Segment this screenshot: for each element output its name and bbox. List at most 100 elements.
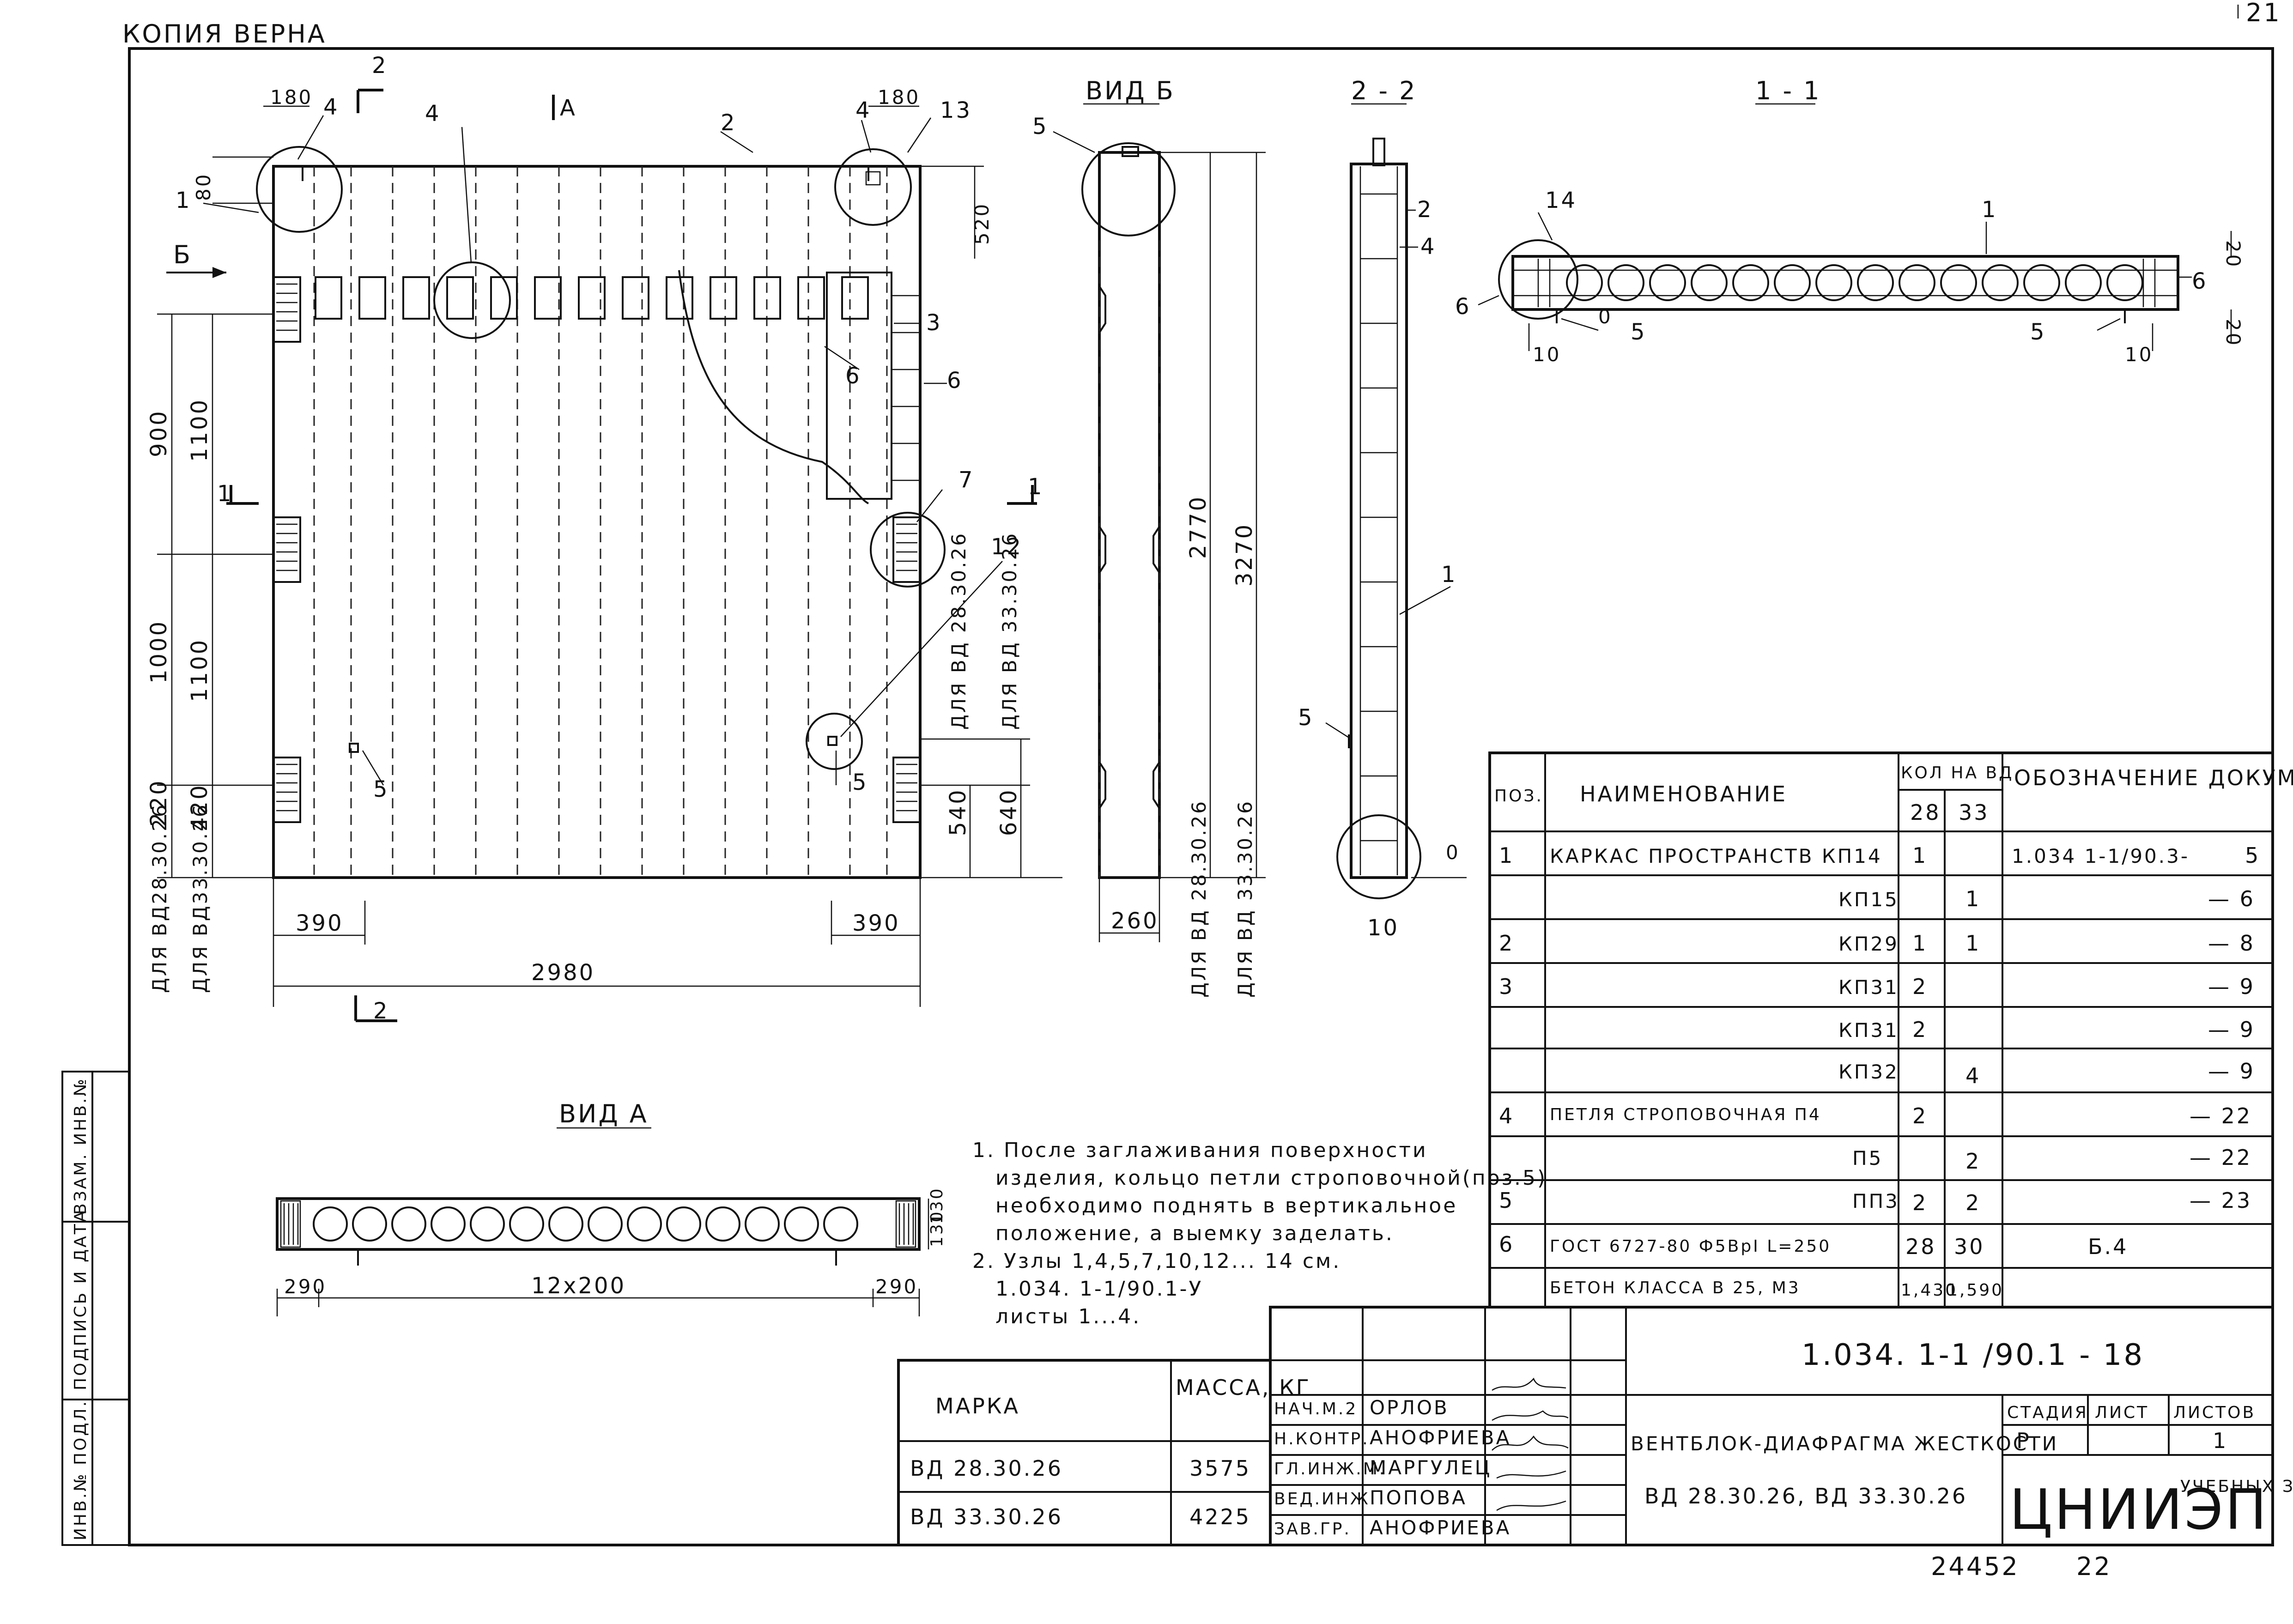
svg-text:5: 5 (373, 776, 389, 802)
svg-text:2: 2 (721, 110, 737, 136)
view-a: ВИД А 290 12х200 (276, 1099, 946, 1316)
view-b: ВИД Б 5 2770 3270 260 ДЛЯ ВД 28.30.26 ДЛ… (1032, 76, 1266, 998)
copy-mark: КОПИЯ ВЕРНА (122, 19, 327, 48)
svg-text:260: 260 (1111, 908, 1159, 934)
svg-text:ЛИСТОВ: ЛИСТОВ (2173, 1403, 2256, 1422)
svg-text:1.034. 1-1/90.1-У: 1.034. 1-1/90.1-У (995, 1277, 1203, 1301)
svg-text:ДЛЯ ВД 33.30.26: ДЛЯ ВД 33.30.26 (1234, 800, 1256, 998)
svg-text:6: 6 (845, 363, 861, 389)
svg-text:540: 540 (945, 788, 971, 836)
svg-text:ОРЛОВ: ОРЛОВ (1370, 1396, 1449, 1419)
svg-text:2: 2 (1965, 1149, 1981, 1174)
svg-text:1: 1 (1912, 843, 1928, 868)
svg-text:2: 2 (1912, 1103, 1928, 1128)
svg-text:1: 1 (1441, 562, 1457, 588)
svg-text:10: 10 (2125, 343, 2153, 366)
svg-text:2: 2 (1912, 1190, 1928, 1215)
embedded-plate (273, 276, 921, 823)
svg-text:АНОФРИЕВА: АНОФРИЕВА (1370, 1516, 1511, 1539)
svg-text:2: 2 (1499, 931, 1514, 956)
svg-text:ПОДПИСЬ И ДАТА: ПОДПИСЬ И ДАТА (71, 1209, 90, 1390)
svg-text:5: 5 (852, 770, 868, 795)
svg-text:ЛИСТ: ЛИСТ (2095, 1403, 2149, 1422)
svg-text:листы 1...4.: листы 1...4. (995, 1305, 1141, 1328)
svg-text:1: 1 (1028, 474, 1044, 500)
svg-text:1000: 1000 (146, 620, 172, 684)
svg-text:ВЕНТБЛОК-ДИАФРАГМА ЖЕСТКОСТИ: ВЕНТБЛОК-ДИАФРАГМА ЖЕСТКОСТИ (1631, 1432, 2058, 1455)
svg-text:— 22: — 22 (2190, 1145, 2252, 1170)
svg-text:ОБОЗНАЧЕНИЕ ДОКУМЕНТА: ОБОЗНАЧЕНИЕ ДОКУМЕНТА (2014, 765, 2293, 790)
svg-text:13: 13 (940, 97, 972, 123)
svg-text:2. Узлы 1,4,5,7,10,12... 14 см: 2. Узлы 1,4,5,7,10,12... 14 см. (972, 1249, 1341, 1273)
svg-text:4: 4 (323, 94, 340, 120)
svg-text:6: 6 (1455, 294, 1471, 320)
svg-text:1: 1 (1912, 931, 1928, 956)
svg-text:1.034 1-1/90.3-: 1.034 1-1/90.3- (2012, 845, 2190, 867)
svg-text:4: 4 (425, 101, 441, 127)
svg-text:МАССА, КГ: МАССА, КГ (1176, 1375, 1311, 1400)
svg-text:220: 220 (146, 779, 172, 827)
svg-text:ВД 33.30.26: ВД 33.30.26 (910, 1504, 1063, 1529)
svg-text:2: 2 (1912, 1017, 1928, 1042)
archive-number: 24452 (1931, 1552, 2020, 1581)
svg-text:ДЛЯ ВД28.30.26: ДЛЯ ВД28.30.26 (148, 803, 171, 993)
svg-text:1: 1 (1965, 931, 1981, 956)
svg-text:1,430: 1,430 (1901, 1281, 1958, 1300)
svg-text:Б.4: Б.4 (2088, 1234, 2128, 1259)
svg-text:5: 5 (1631, 319, 1647, 345)
svg-text:КОЛ НА ВД: КОЛ НА ВД (1901, 764, 2014, 782)
svg-text:П5: П5 (1852, 1147, 1883, 1170)
svg-text:6: 6 (2192, 268, 2208, 294)
svg-text:ВИД Б: ВИД Б (1086, 76, 1175, 105)
svg-text:А: А (560, 95, 577, 121)
svg-text:3: 3 (1499, 974, 1514, 999)
svg-text:ГОСТ 6727-80 Ф5ВрI L=250: ГОСТ 6727-80 Ф5ВрI L=250 (1550, 1237, 1831, 1256)
svg-text:УЧЕБНЫХ ЗДАНИЙ: УЧЕБНЫХ ЗДАНИЙ (2180, 1477, 2293, 1496)
svg-text:130: 130 (928, 1210, 946, 1247)
svg-text:28: 28 (1910, 800, 1941, 825)
svg-text:5: 5 (2245, 843, 2260, 868)
svg-text:2 - 2: 2 - 2 (1351, 76, 1417, 105)
svg-text:1: 1 (1499, 843, 1514, 868)
svg-text:4: 4 (1420, 234, 1437, 260)
svg-text:1: 1 (217, 481, 233, 507)
svg-text:390: 390 (296, 910, 344, 936)
front-view: 2 4 4 2 4 13 А Б 3 6 6 7 12 5 5 1 1 1 2 … (146, 53, 1062, 1024)
signature (1492, 1377, 1569, 1511)
svg-text:— 9: — 9 (2208, 1059, 2255, 1084)
svg-text:ДЛЯ ВД 33.30.26: ДЛЯ ВД 33.30.26 (998, 532, 1021, 730)
svg-text:ИНВ.№ ПОДЛ.: ИНВ.№ ПОДЛ. (71, 1400, 90, 1540)
svg-text:6: 6 (1499, 1232, 1514, 1257)
svg-text:ВД 28.30.26, ВД 33.30.26: ВД 28.30.26, ВД 33.30.26 (1644, 1484, 1967, 1509)
svg-text:— 9: — 9 (2208, 1017, 2255, 1042)
svg-text:1,590: 1,590 (1947, 1281, 2004, 1300)
svg-text:ЗАВ.ГР.: ЗАВ.ГР. (1274, 1520, 1351, 1539)
svg-text:— 9: — 9 (2208, 974, 2255, 999)
svg-text:30: 30 (1954, 1234, 1985, 1259)
svg-text:— 23: — 23 (2190, 1188, 2252, 1213)
svg-text:1.034. 1-1 /90.1 - 18: 1.034. 1-1 /90.1 - 18 (1802, 1338, 2144, 1372)
mark-table: МАРКА МАССА, КГ ВД 28.30.26 3575 ВД 33.3… (897, 1359, 1311, 1546)
svg-text:20: 20 (2222, 240, 2244, 268)
notes: 1. После заглаживания поверхности издели… (972, 1139, 1545, 1328)
svg-text:5: 5 (1499, 1188, 1514, 1213)
page-number: 22 (2076, 1552, 2112, 1581)
svg-text:12х200: 12х200 (531, 1273, 626, 1299)
side-stamp: ВЗАМ. ИНВ.№ ПОДПИСЬ И ДАТА ИНВ.№ ПОДЛ. (61, 1071, 130, 1546)
svg-text:33: 33 (1959, 800, 1990, 825)
svg-text:1: 1 (176, 188, 192, 213)
svg-text:10: 10 (1533, 343, 1561, 366)
svg-text:ДЛЯ ВД 28.30.26: ДЛЯ ВД 28.30.26 (947, 532, 970, 730)
svg-text:0: 0 (1598, 305, 1613, 328)
svg-text:Р: Р (2016, 1428, 2031, 1453)
svg-text:1: 1 (2213, 1428, 2228, 1453)
svg-text:900: 900 (146, 409, 172, 457)
svg-text:20: 20 (2222, 319, 2244, 347)
svg-text:80: 80 (192, 173, 215, 201)
svg-text:0: 0 (1446, 841, 1460, 864)
svg-text:БЕТОН КЛАССА В 25, М3: БЕТОН КЛАССА В 25, М3 (1550, 1279, 1801, 1297)
svg-text:ЦНИИЭП: ЦНИИЭП (2009, 1478, 2269, 1542)
svg-text:НАЧ.М.2: НАЧ.М.2 (1274, 1400, 1358, 1418)
svg-text:ВЕД.ИНЖ.: ВЕД.ИНЖ. (1274, 1490, 1377, 1509)
svg-text:ПП3: ПП3 (1852, 1190, 1899, 1212)
